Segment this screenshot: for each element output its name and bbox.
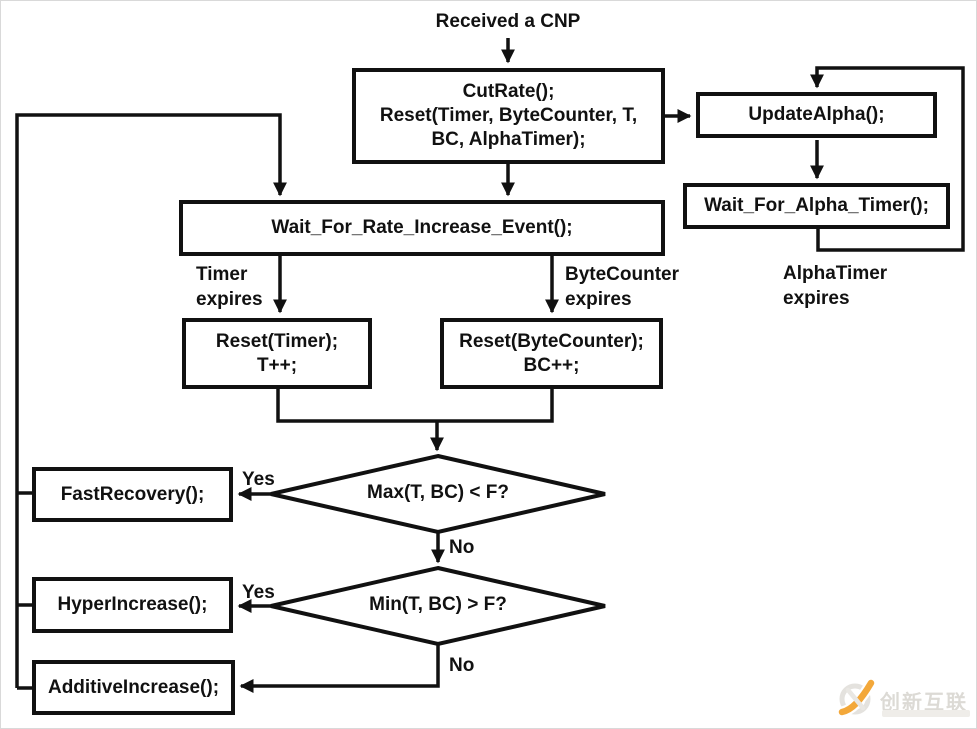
cutrate-line3: BC, AlphaTimer); [431,128,586,150]
edge-alphatimer-loop [810,66,965,252]
reset-bytecounter-box: Reset(ByteCounter); BC++; [440,318,663,389]
additive-increase-box: AdditiveIncrease(); [32,660,235,715]
watermark-subtext-bar [882,710,970,717]
watermark-text: 创新互联 [880,692,968,714]
reset-timer-line2: T++; [256,354,298,376]
reset-timer-line1: Reset(Timer); [215,330,339,352]
cutrate-line1: CutRate(); [462,81,555,103]
wait-alpha-timer-box: Wait_For_Alpha_Timer(); [683,183,950,229]
watermark-logo-icon [838,679,876,718]
cutrate-line2: Reset(Timer, ByteCounter, T, [379,105,638,127]
reset-bytecounter-line1: Reset(ByteCounter); [459,330,644,352]
hyper-increase-box: HyperIncrease(); [32,577,233,633]
start-label: Received a CNP [435,11,581,32]
wait-rate-increase-box: Wait_For_Rate_Increase_Event(); [179,200,665,256]
reset-bytecounter-line2: BC++; [523,354,580,376]
edge-reset-merge [276,387,554,423]
timer-expires-label: Timer expires [196,264,263,310]
fast-recovery-box: FastRecovery(); [32,467,233,522]
alphatimer-expires-label: AlphaTimer expires [783,263,888,309]
cutrate-box: CutRate(); Reset(Timer, ByteCounter, T, … [352,68,665,164]
no-min-label: No [449,655,475,676]
watermark: 创新互联 [838,677,977,723]
yes-max-label: Yes [242,469,275,490]
decision-max-label: Max(T, BC) < F? [367,482,509,503]
update-alpha-box: UpdateAlpha(); [696,92,937,138]
decision-min-label: Min(T, BC) > F? [369,594,507,615]
bytecounter-expires-label: ByteCounter expires [565,264,680,310]
decision-min-diamond [270,565,606,647]
reset-timer-box: Reset(Timer); T++; [182,318,372,389]
yes-min-label: Yes [242,582,275,603]
edge-return-to-waitevent [15,113,287,688]
decision-max-diamond [270,453,606,535]
no-max-label: No [449,537,475,558]
edge-no-to-additiveincrease [239,644,440,693]
